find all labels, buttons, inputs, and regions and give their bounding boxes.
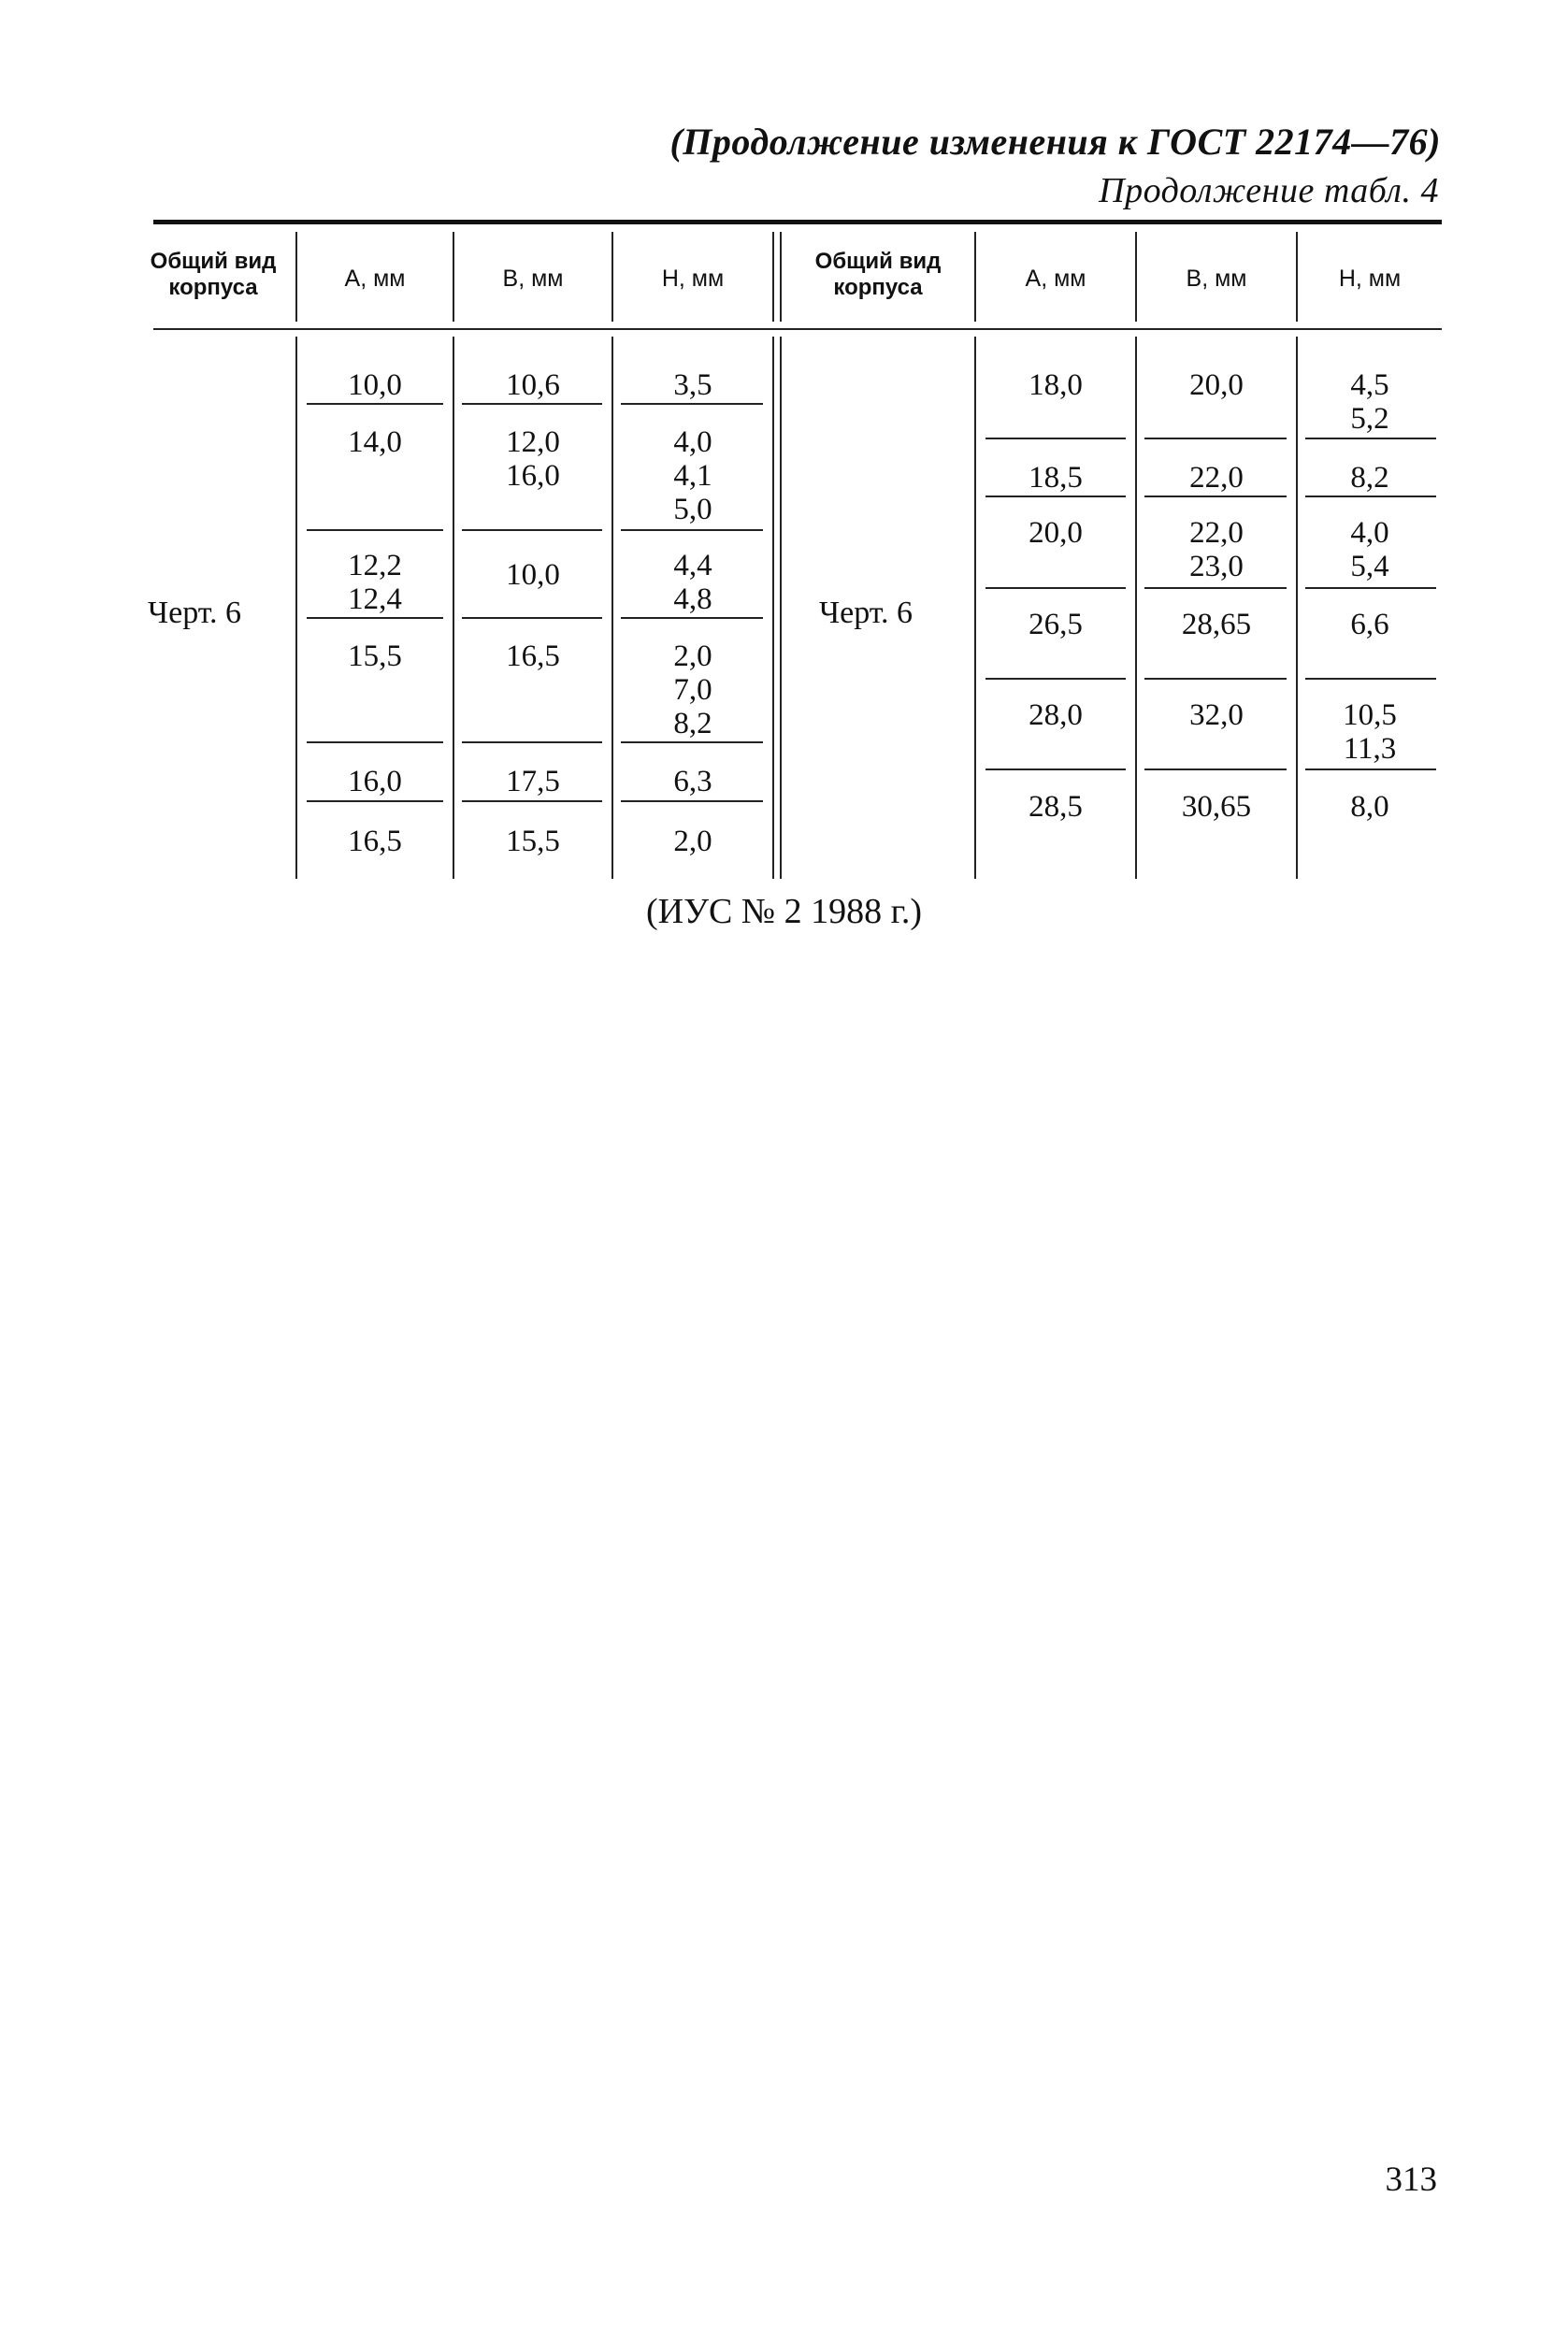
column-header-a: A, мм — [344, 266, 406, 292]
cell-a: 16,5 — [348, 825, 402, 858]
header-divider — [611, 232, 613, 322]
column-divider — [453, 337, 454, 879]
column-divider — [1296, 337, 1298, 879]
column-header-b: B, мм — [502, 266, 564, 292]
cell-a: 18,0 — [1029, 368, 1083, 402]
column-header-body-view: Общий вид корпуса — [814, 249, 942, 300]
cell-a: 12,2 12,4 — [348, 549, 402, 616]
cell-h: 4,5 5,2 — [1350, 368, 1389, 436]
column-header-a: A, мм — [1025, 266, 1086, 292]
row-separator — [1305, 678, 1436, 680]
row-separator — [462, 741, 602, 743]
row-separator — [985, 678, 1126, 680]
cell-a: 18,5 — [1029, 461, 1083, 495]
cell-b: 30,65 — [1181, 790, 1252, 824]
row-separator — [985, 438, 1126, 439]
double-column-divider — [780, 337, 782, 879]
row-separator — [985, 495, 1126, 497]
row-separator — [621, 741, 763, 743]
column-header-h: H, мм — [1338, 266, 1402, 292]
cell-h: 4,0 5,4 — [1350, 516, 1389, 583]
table-top-rule — [153, 220, 1442, 224]
row-separator — [307, 617, 443, 619]
header-divider — [1296, 232, 1298, 322]
row-separator — [307, 529, 443, 531]
row-separator — [1144, 678, 1287, 680]
header-divider — [1135, 232, 1137, 322]
cell-h: 2,0 7,0 8,2 — [673, 639, 712, 740]
cell-a: 15,5 — [348, 639, 402, 673]
cell-h: 3,5 — [673, 368, 712, 402]
row-separator — [621, 617, 763, 619]
row-separator — [307, 741, 443, 743]
column-divider — [295, 337, 297, 879]
cell-a: 28,5 — [1029, 790, 1083, 824]
row-separator — [985, 768, 1126, 770]
cell-b: 10,6 — [506, 368, 560, 402]
row-separator — [1144, 438, 1287, 439]
column-divider — [1135, 337, 1137, 879]
cell-h: 2,0 — [673, 825, 712, 858]
cell-a: 16,0 — [348, 765, 402, 798]
row-separator — [1305, 495, 1436, 497]
cell-b: 32,0 — [1189, 698, 1244, 732]
cell-b: 17,5 — [506, 765, 560, 798]
cell-h: 6,3 — [673, 765, 712, 798]
row-separator — [307, 800, 443, 802]
cell-b: 12,0 16,0 — [506, 425, 560, 493]
row-separator — [462, 403, 602, 405]
cell-h: 4,0 4,1 5,0 — [673, 425, 712, 526]
document-title: (Продолжение изменения к ГОСТ 22174—76) — [669, 121, 1441, 163]
row-separator — [462, 529, 602, 531]
cell-b: 28,65 — [1181, 608, 1252, 641]
table-header-rule — [153, 328, 1442, 330]
header-double-divider — [780, 232, 782, 322]
row-separator — [307, 403, 443, 405]
header-divider — [295, 232, 297, 322]
cell-h: 8,0 — [1350, 790, 1389, 824]
cell-h: 8,2 — [1350, 461, 1389, 495]
drawing-ref-left: Черт. 6 — [148, 596, 242, 630]
cell-a: 26,5 — [1029, 608, 1083, 641]
row-separator — [1305, 438, 1436, 439]
row-separator — [462, 617, 602, 619]
row-separator — [1305, 587, 1436, 589]
cell-b: 10,0 — [506, 558, 560, 592]
cell-a: 20,0 — [1029, 516, 1083, 550]
cell-b: 22,0 — [1189, 461, 1244, 495]
cell-b: 22,0 23,0 — [1189, 516, 1244, 583]
column-header-h: H, мм — [661, 266, 725, 292]
column-header-b: B, мм — [1186, 266, 1247, 292]
column-header-body-view: Общий вид корпуса — [150, 249, 277, 300]
double-column-divider — [772, 337, 774, 879]
cell-b: 15,5 — [506, 825, 560, 858]
cell-a: 28,0 — [1029, 698, 1083, 732]
row-separator — [1144, 768, 1287, 770]
page-number: 313 — [1385, 2161, 1438, 2199]
cell-a: 10,0 — [348, 368, 402, 402]
source-note: (ИУС № 2 1988 г.) — [645, 892, 923, 931]
column-divider — [974, 337, 976, 879]
row-separator — [621, 403, 763, 405]
drawing-ref-right: Черт. 6 — [819, 596, 913, 630]
row-separator — [1305, 768, 1436, 770]
column-divider — [611, 337, 613, 879]
row-separator — [1144, 587, 1287, 589]
cell-b: 16,5 — [506, 639, 560, 673]
row-separator — [1144, 495, 1287, 497]
row-separator — [985, 587, 1126, 589]
row-separator — [621, 529, 763, 531]
header-divider — [974, 232, 976, 322]
row-separator — [462, 800, 602, 802]
cell-h: 10,5 11,3 — [1343, 698, 1397, 766]
table-continuation-label: Продолжение табл. 4 — [1099, 171, 1439, 210]
header-divider — [453, 232, 454, 322]
cell-h: 4,4 4,8 — [673, 549, 712, 616]
cell-b: 20,0 — [1189, 368, 1244, 402]
cell-a: 14,0 — [348, 425, 402, 459]
row-separator — [621, 800, 763, 802]
cell-h: 6,6 — [1350, 608, 1389, 641]
header-double-divider — [772, 232, 774, 322]
